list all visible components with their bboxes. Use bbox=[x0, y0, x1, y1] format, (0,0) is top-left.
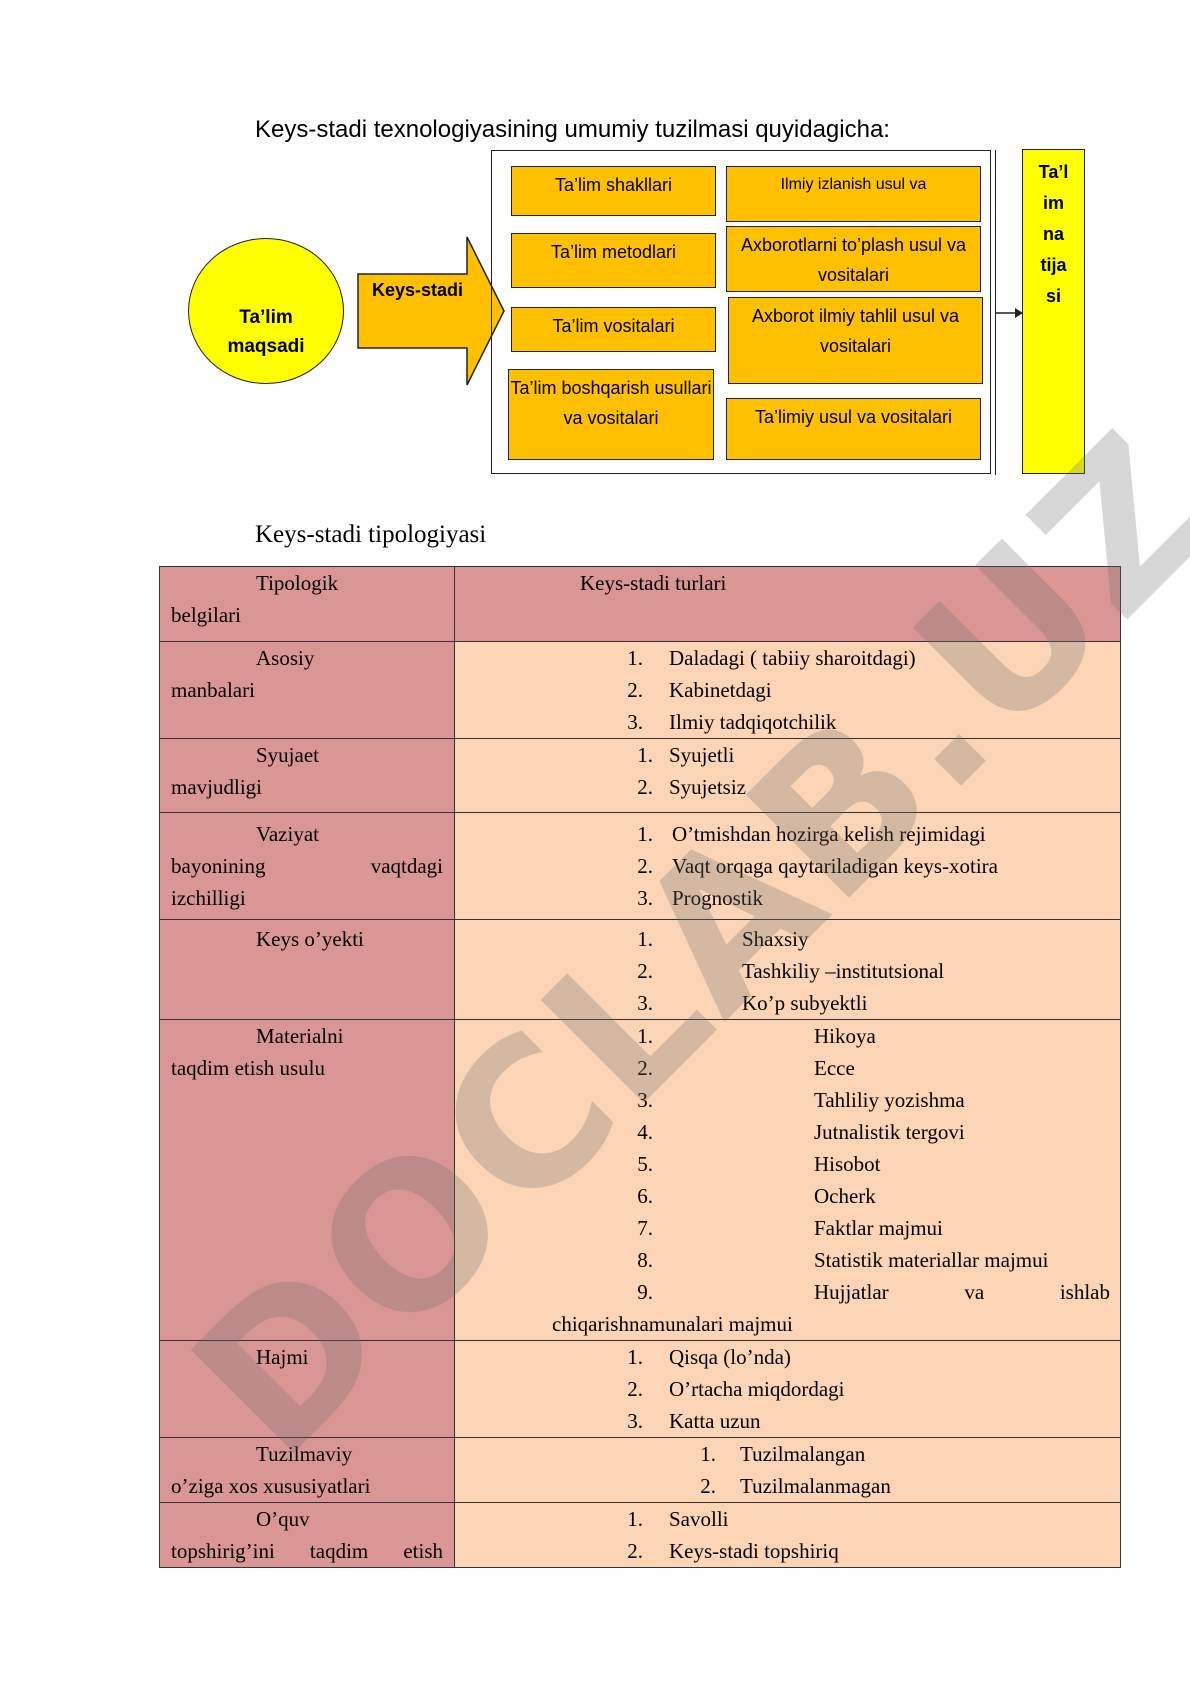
table-row: Asosiy manbalari 1.Daladagi ( tabiiy sha… bbox=[159, 641, 1121, 739]
list-item: 2.Keys-stadi topshiriq bbox=[627, 1539, 839, 1563]
box-axborot-tahlil: Axborot ilmiy tahlil usul va vositalari bbox=[728, 297, 983, 384]
list-item: 3.Prognostik bbox=[637, 886, 764, 910]
list-item-continuation: chiqarishnamunalari majmui bbox=[552, 1312, 793, 1336]
intro-heading: Keys-stadi texnologiyasining umumiy tuzi… bbox=[255, 116, 890, 143]
result-box: Ta’l im na tija si bbox=[1022, 149, 1085, 474]
header-left-line: belgilari bbox=[171, 603, 241, 627]
row-items-cell: 1.Daladagi ( tabiiy sharoitdagi) 2.Kabin… bbox=[454, 641, 1121, 739]
table-row: Hajmi 1.Qisqa (lo’nda) 2.O’rtacha miqdor… bbox=[159, 1340, 1121, 1438]
box-axborot-toplash: Axborotlarni to’plash usul va vositalari bbox=[726, 226, 981, 292]
list-item: 1.Qisqa (lo’nda) bbox=[627, 1345, 791, 1369]
result-line: si bbox=[1045, 286, 1061, 306]
header-right-cell: Keys-stadi turlari bbox=[454, 566, 1121, 642]
result-line: na bbox=[1042, 224, 1064, 244]
list-item: 6.Ocherk bbox=[637, 1184, 876, 1208]
header-left-cell: Tipologik belgilari bbox=[159, 566, 455, 642]
row-label-line: taqdim etish usulu bbox=[171, 1056, 325, 1080]
row-label-line: Hajmi bbox=[256, 1345, 309, 1369]
row-label-line: Keys o’yekti bbox=[256, 927, 364, 951]
result-line: Ta’l bbox=[1038, 162, 1069, 182]
list-item: 1.Savolli bbox=[627, 1507, 729, 1531]
row-label-line: Materialni bbox=[256, 1024, 344, 1048]
row-items-cell: 1.Qisqa (lo’nda) 2.O’rtacha miqdordagi 3… bbox=[454, 1340, 1121, 1438]
row-label-line: Syujaet bbox=[256, 743, 319, 767]
box-talimiy-usul: Ta’limiy usul va vositalari bbox=[726, 398, 981, 460]
list-item: 2.Ecce bbox=[637, 1056, 855, 1080]
box-ilmiy-izlanish: Ilmiy izlanish usul va bbox=[726, 166, 981, 222]
row-items-cell: 1.Tuzilmalangan 2.Tuzilmalanmagan bbox=[454, 1437, 1121, 1503]
list-item: 1.Syujetli bbox=[637, 743, 735, 767]
row-label-cell: Syujaet mavjudligi bbox=[159, 738, 455, 813]
typology-table: Tipologik belgilari Keys-stadi turlari A… bbox=[159, 566, 1121, 1568]
keys-stadi-arrow bbox=[357, 236, 505, 386]
table-heading: Keys-stadi tipologiyasi bbox=[255, 521, 487, 548]
row-label-cell: Asosiy manbalari bbox=[159, 641, 455, 739]
row-label-line: izchilligi bbox=[171, 886, 246, 910]
list-item: 2.Syujetsiz bbox=[637, 775, 746, 799]
row-label-line: Tuzilmaviy bbox=[256, 1442, 353, 1466]
box-talim-vositalari: Ta’lim vositalari bbox=[511, 307, 716, 352]
row-label-line: Asosiy bbox=[256, 646, 315, 670]
goal-text: Ta’lim maqsadi bbox=[227, 307, 305, 357]
list-item: 3.Ilmiy tadqiqotchilik bbox=[627, 710, 837, 734]
list-item: 3.Tahliliy yozishma bbox=[637, 1088, 965, 1112]
list-item: 2.Tashkiliy –institutsional bbox=[637, 959, 945, 983]
list-item: 8.Statistik materiallar majmui bbox=[637, 1248, 1049, 1272]
list-item: 1.Shaxsiy bbox=[637, 927, 809, 951]
row-label-cell: Hajmi bbox=[159, 1340, 455, 1438]
row-label-line: O’quv bbox=[256, 1507, 310, 1531]
box-talim-metodlari: Ta’lim metodlari bbox=[511, 233, 716, 288]
list-item: 3.Katta uzun bbox=[627, 1409, 761, 1433]
header-right-text: Keys-stadi turlari bbox=[580, 571, 727, 595]
row-items-cell: 1.Hikoya 2.Ecce 3.Tahliliy yozishma 4.Ju… bbox=[454, 1019, 1121, 1341]
row-label-cell: Keys o’yekti bbox=[159, 919, 455, 1020]
table-row: Syujaet mavjudligi 1.Syujetli 2.Syujetsi… bbox=[159, 738, 1121, 813]
row-items-cell: 1.O’tmishdan hozirga kelish rejimidagi 2… bbox=[454, 812, 1121, 920]
list-item: 2.O’rtacha miqdordagi bbox=[627, 1377, 845, 1401]
list-item: 5.Hisobot bbox=[637, 1152, 881, 1176]
row-items-cell: 1.Savolli 2.Keys-stadi topshiriq bbox=[454, 1502, 1121, 1568]
box-talim-boshqarish: Ta’lim boshqarish usullari va vositalari bbox=[508, 369, 714, 460]
list-item: 1.Hikoya bbox=[637, 1024, 876, 1048]
result-line: tija bbox=[1040, 255, 1067, 275]
box-talim-shakllari: Ta’lim shakllari bbox=[511, 166, 716, 216]
result-line: im bbox=[1042, 193, 1064, 213]
list-item: 2.Tuzilmalanmagan bbox=[700, 1474, 891, 1498]
row-items-cell: 1.Shaxsiy 2.Tashkiliy –institutsional 3.… bbox=[454, 919, 1121, 1020]
row-label-cell: Tuzilmaviy o’ziga xos xususiyatlari bbox=[159, 1437, 455, 1503]
row-label-cell: Materialni taqdim etish usulu bbox=[159, 1019, 455, 1341]
row-label-line: manbalari bbox=[171, 678, 255, 702]
row-label-line: o’ziga xos xususiyatlari bbox=[171, 1474, 371, 1498]
list-item: 4.Jutnalistik tergovi bbox=[637, 1120, 965, 1144]
list-item: 1.O’tmishdan hozirga kelish rejimidagi bbox=[637, 822, 986, 846]
list-item: 3.Ko’p subyektli bbox=[637, 991, 868, 1015]
table-header-row: Tipologik belgilari Keys-stadi turlari bbox=[159, 566, 1121, 642]
list-item: 1.Daladagi ( tabiiy sharoitdagi) bbox=[627, 646, 916, 670]
list-item: 2.Vaqt orqaga qaytariladigan keys-xotira bbox=[637, 854, 998, 878]
row-label-line: Vaziyat bbox=[256, 822, 319, 846]
table-row: Tuzilmaviy o’ziga xos xususiyatlari 1.Tu… bbox=[159, 1437, 1121, 1503]
list-item: 7.Faktlar majmui bbox=[637, 1216, 943, 1240]
header-left-line: Tipologik bbox=[256, 571, 339, 595]
table-row: Materialni taqdim etish usulu 1.Hikoya 2… bbox=[159, 1019, 1121, 1341]
list-item: 1.Tuzilmalangan bbox=[700, 1442, 866, 1466]
list-item: 2.Kabinetdagi bbox=[627, 678, 772, 702]
methods-frame bbox=[491, 150, 991, 474]
row-items-cell: 1.Syujetli 2.Syujetsiz bbox=[454, 738, 1121, 813]
table-row: Keys o’yekti 1.Shaxsiy 2.Tashkiliy –inst… bbox=[159, 919, 1121, 1020]
result-arrow bbox=[995, 308, 1023, 318]
arrow-label: Keys-stadi bbox=[372, 280, 464, 300]
goal-circle: Ta’lim maqsadi bbox=[188, 238, 344, 384]
row-label-line: mavjudligi bbox=[171, 775, 262, 799]
